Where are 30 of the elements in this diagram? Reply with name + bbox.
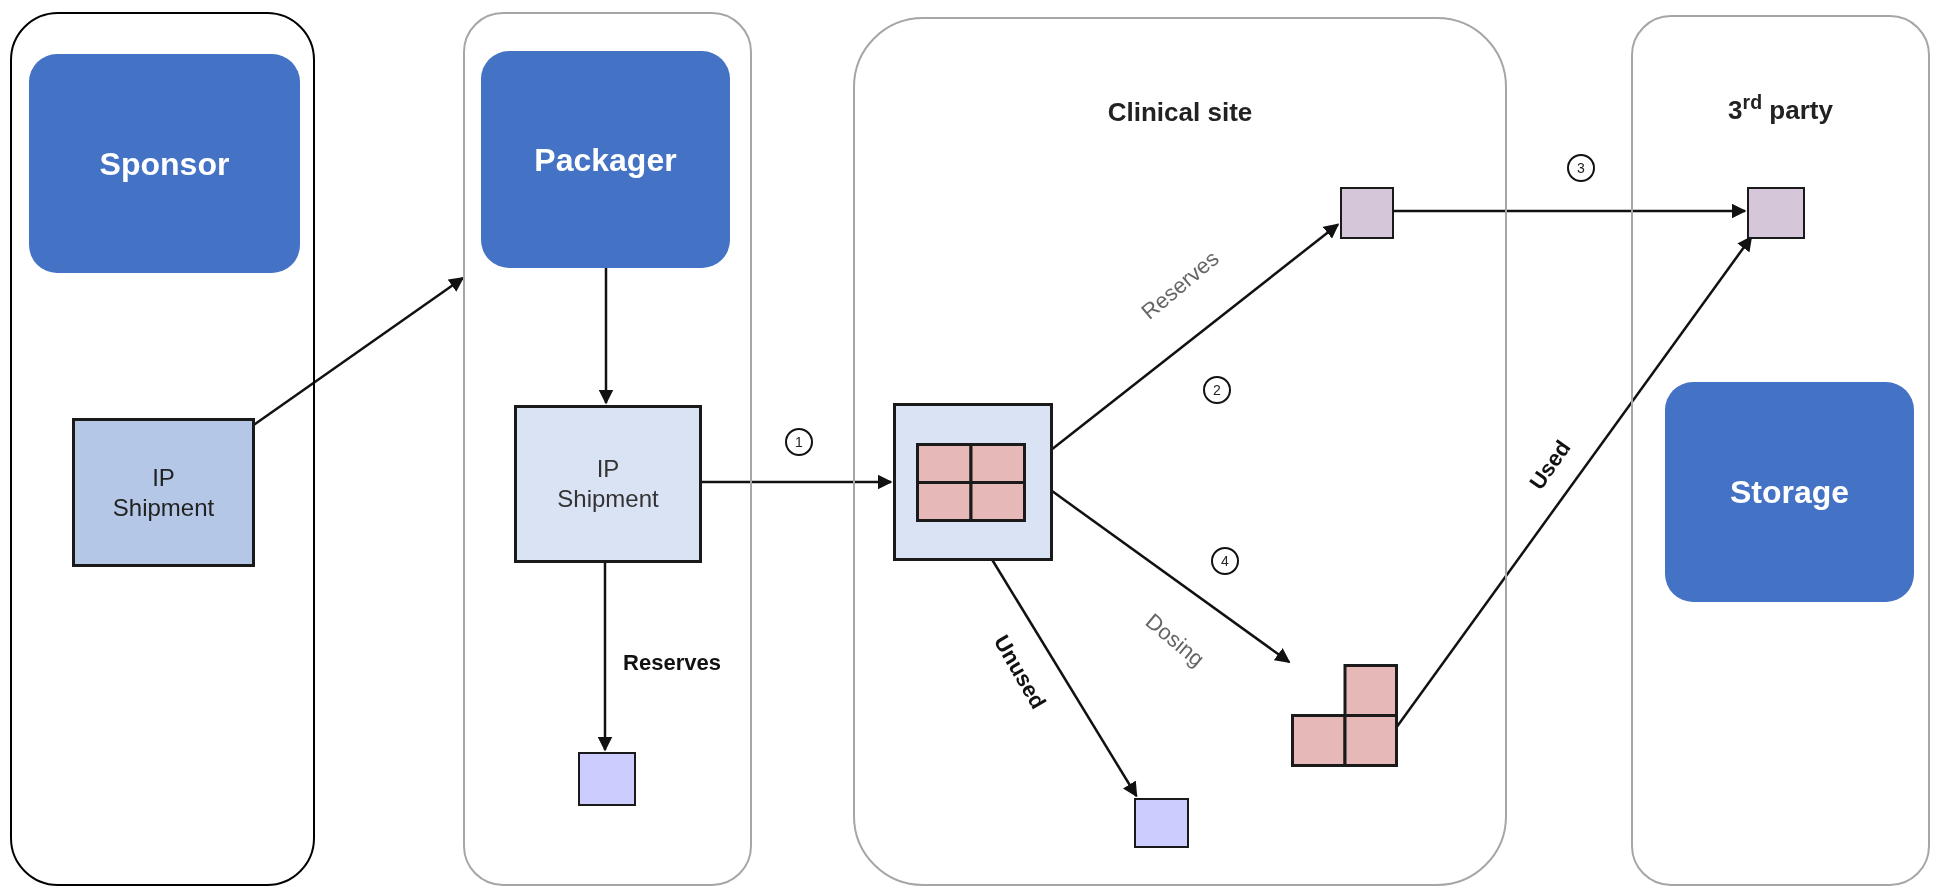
swimlane bbox=[463, 12, 752, 886]
lane-title: Clinical site bbox=[1106, 96, 1254, 129]
reserve-square bbox=[1747, 187, 1805, 239]
role-box bbox=[1665, 382, 1914, 602]
swimlane bbox=[10, 12, 315, 886]
step-number: 3 bbox=[1567, 154, 1595, 182]
swimlane bbox=[1631, 15, 1930, 886]
node-label: Storage bbox=[1729, 473, 1850, 512]
dosed-kits-drawing bbox=[1291, 664, 1398, 767]
reserve-square bbox=[1340, 187, 1394, 239]
node-label: Packager bbox=[534, 140, 677, 180]
swimlane bbox=[853, 17, 1507, 886]
arrow bbox=[598, 266, 614, 405]
arrow bbox=[597, 561, 613, 752]
kit-box bbox=[893, 403, 1053, 561]
arrow bbox=[700, 474, 893, 490]
reserve-square bbox=[578, 752, 636, 806]
step-number: 2 bbox=[1203, 376, 1231, 404]
unused-square bbox=[1134, 798, 1189, 848]
role-box bbox=[29, 54, 300, 273]
lane-title: 3$^{rd}$ party bbox=[1727, 91, 1834, 127]
node-label: Sponsor bbox=[99, 144, 230, 184]
node-label: IP Shipment bbox=[111, 462, 216, 523]
shipment-box bbox=[72, 418, 255, 567]
shipment-box bbox=[514, 405, 702, 563]
node-label: IP Shipment bbox=[556, 454, 660, 514]
step-number: 1 bbox=[785, 428, 813, 456]
role-box bbox=[481, 51, 730, 268]
step-number: 4 bbox=[1211, 547, 1239, 575]
edge-label: Reserves bbox=[623, 648, 721, 677]
